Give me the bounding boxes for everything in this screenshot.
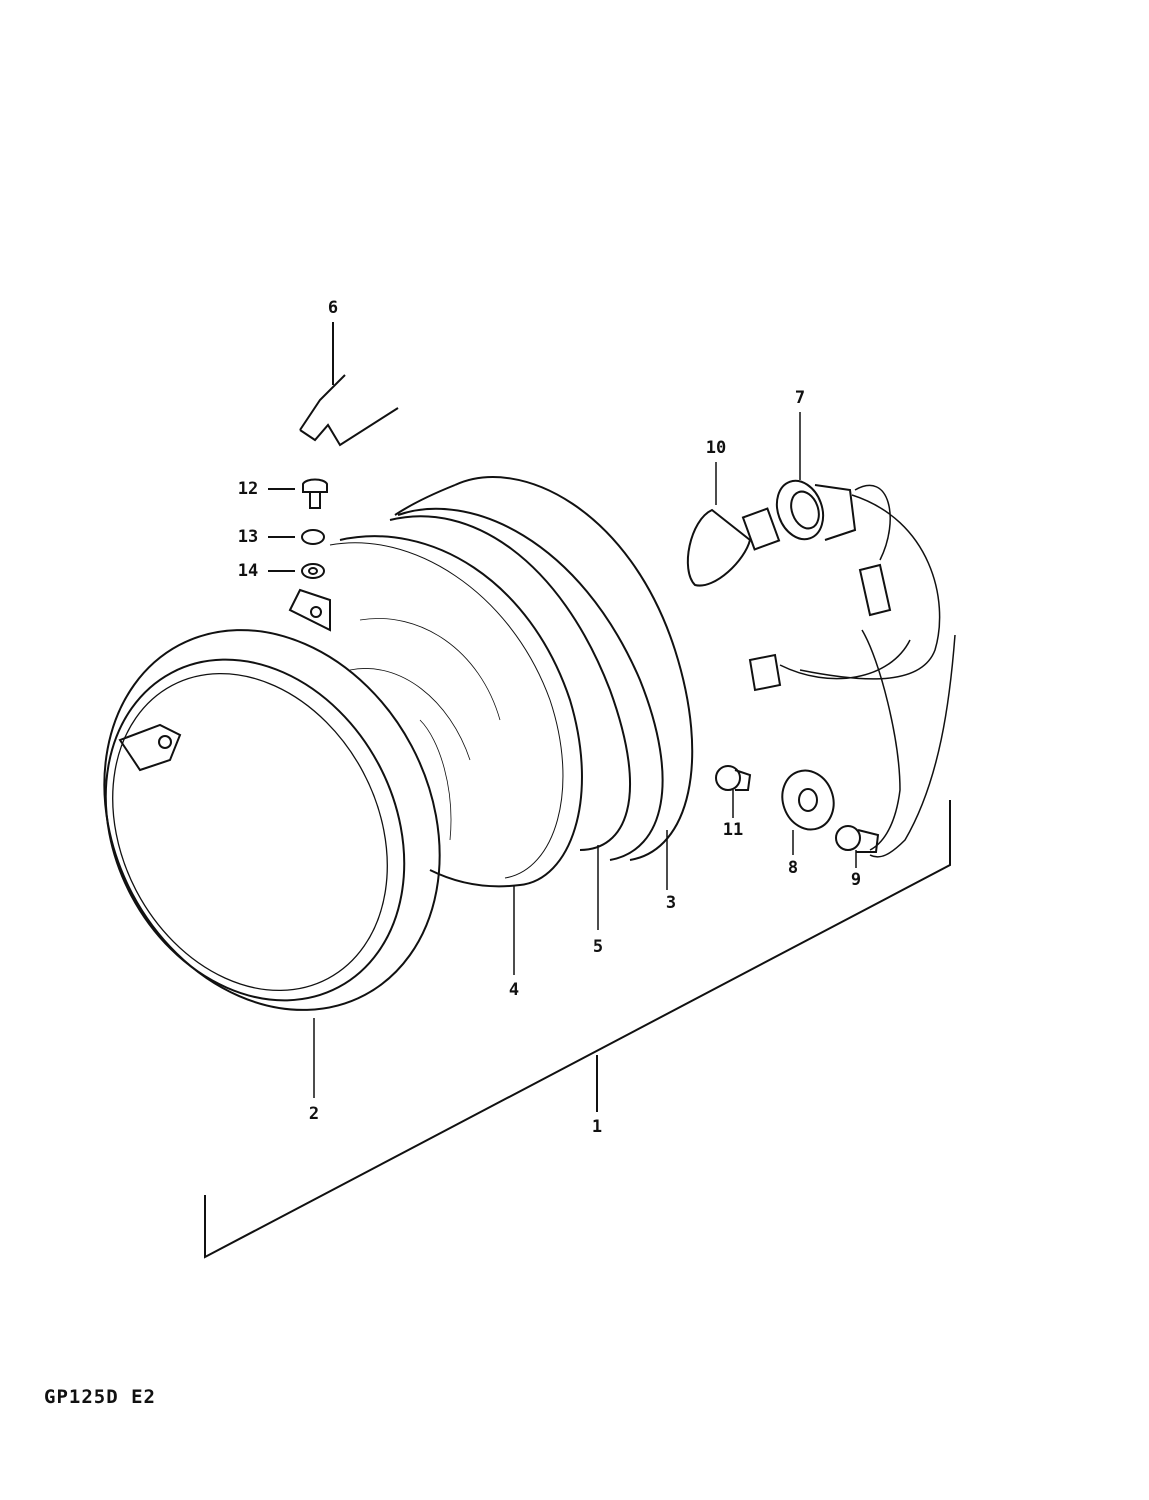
part-label-14: 14 bbox=[237, 561, 259, 581]
part-label-5: 5 bbox=[592, 937, 604, 957]
part-label-2: 2 bbox=[308, 1104, 320, 1124]
lens-drawing bbox=[329, 535, 583, 975]
part-label-3: 3 bbox=[665, 893, 677, 913]
part-label-13: 13 bbox=[237, 527, 259, 547]
part-label-9: 9 bbox=[850, 870, 862, 890]
bulb-drawing bbox=[686, 462, 781, 587]
part-label-4: 4 bbox=[508, 980, 520, 1000]
part-label-12: 12 bbox=[237, 479, 259, 499]
position-lamp-drawing bbox=[715, 765, 880, 868]
seal-ring-drawing bbox=[389, 515, 631, 930]
socket-drawing bbox=[748, 412, 956, 858]
hardware-drawing bbox=[268, 478, 328, 579]
part-label-11: 11 bbox=[722, 820, 744, 840]
part-label-6: 6 bbox=[327, 298, 339, 318]
part-label-10: 10 bbox=[705, 438, 727, 458]
model-code: GP125D E2 bbox=[44, 1386, 156, 1408]
part-label-1: 1 bbox=[591, 1117, 603, 1137]
rim-drawing bbox=[103, 588, 441, 1098]
part-label-7: 7 bbox=[794, 388, 806, 408]
housing-drawing bbox=[394, 476, 694, 890]
spring-drawing bbox=[299, 322, 399, 447]
part-label-8: 8 bbox=[787, 858, 799, 878]
assembly-bracket bbox=[204, 800, 951, 1259]
